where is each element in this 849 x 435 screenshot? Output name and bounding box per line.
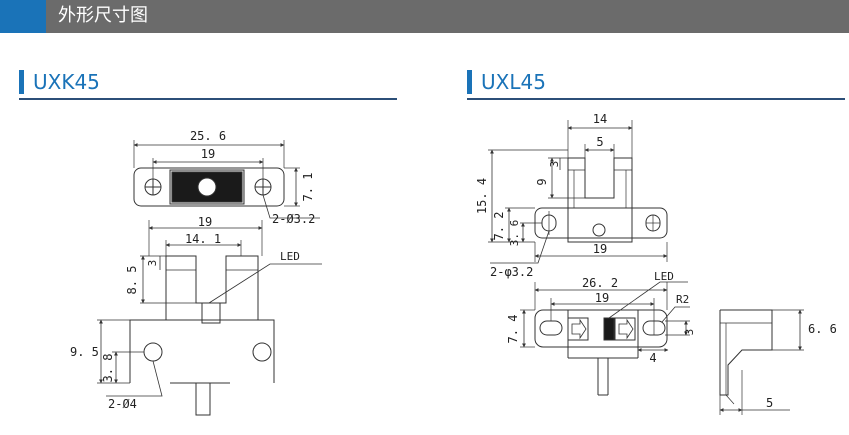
heading-rule: [19, 98, 397, 100]
model-name: UXL45: [481, 70, 546, 94]
uxl45-front-gap: 5: [596, 135, 603, 149]
uxl45-front-hole-h: 3. 6: [508, 220, 521, 247]
uxk45-front-step: 3: [146, 260, 159, 267]
uxk45-top-holes: 2-Ø3.2: [272, 212, 315, 226]
uxk45-top-view: [133, 140, 320, 219]
uxl45-top-offset: 4: [649, 351, 656, 365]
uxk45-front-arm: 8. 5: [125, 266, 139, 295]
uxl45-side-height: 6. 6: [808, 322, 837, 336]
uxk45-front-view: [97, 220, 322, 416]
uxk45-front-width: 19: [198, 215, 212, 229]
uxl45-top-height: 7. 4: [506, 315, 520, 344]
uxl45-front-holes: 2-φ3.2: [490, 265, 533, 279]
header-accent: [0, 0, 46, 33]
uxl45-led-label: LED: [654, 270, 674, 283]
uxk45-front-height: 9. 5: [70, 345, 99, 359]
uxk45-top-height: 7. 1: [301, 173, 315, 202]
uxl45-front-height: 15. 4: [475, 178, 489, 214]
uxl45-front-arm: 9: [535, 178, 549, 185]
model-name: UXK45: [33, 70, 100, 94]
uxl45-front-top: 14: [593, 112, 607, 126]
uxl45-side-foot: 5: [766, 396, 773, 410]
heading-marker: [19, 70, 24, 94]
uxl45-front-base: 7. 2: [492, 212, 506, 241]
uxk45-led-label: LED: [280, 250, 300, 263]
uxl45-front-view: [488, 120, 668, 264]
heading-rule: [467, 98, 845, 100]
uxl45-top-width-total: 26. 2: [582, 276, 618, 290]
uxk45-front-gap: 14. 1: [185, 232, 221, 246]
uxl45-front-width: 19: [593, 242, 607, 256]
uxl45-top-view: [520, 281, 690, 396]
section-header: 外形尺寸图: [0, 0, 849, 33]
uxk45-top-width-total: 25. 6: [190, 129, 226, 143]
uxk45-top-hole-span: 19: [201, 147, 215, 161]
uxl45-front-step: 3: [548, 161, 561, 168]
uxk45-front-hole-h: 3. 8: [101, 354, 115, 383]
header-title: 外形尺寸图: [58, 5, 148, 26]
heading-marker: [467, 70, 472, 94]
uxl45-top-inner: 3: [683, 329, 696, 336]
uxk45-front-holes: 2-Ø4: [108, 397, 137, 411]
uxl45-side-view: [719, 309, 804, 415]
uxl45-top-hole-span: 19: [595, 291, 609, 305]
uxl45-radius: R2: [676, 293, 689, 306]
